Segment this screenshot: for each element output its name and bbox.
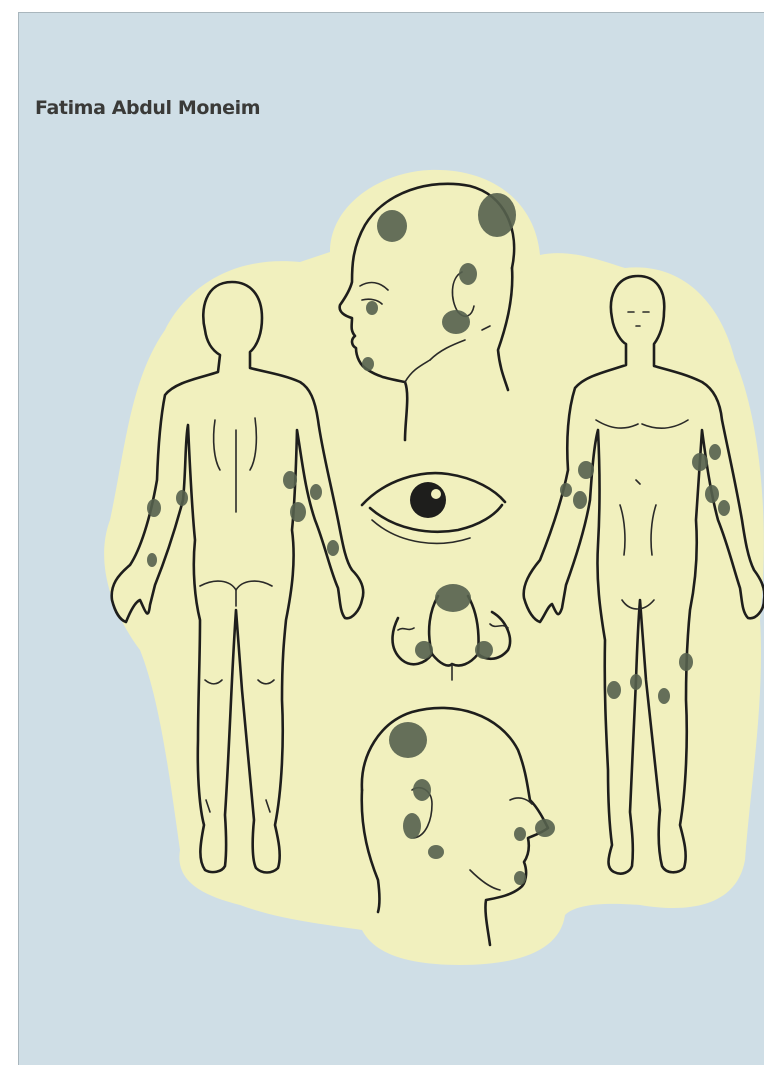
body-chart-figure bbox=[0, 0, 764, 1064]
